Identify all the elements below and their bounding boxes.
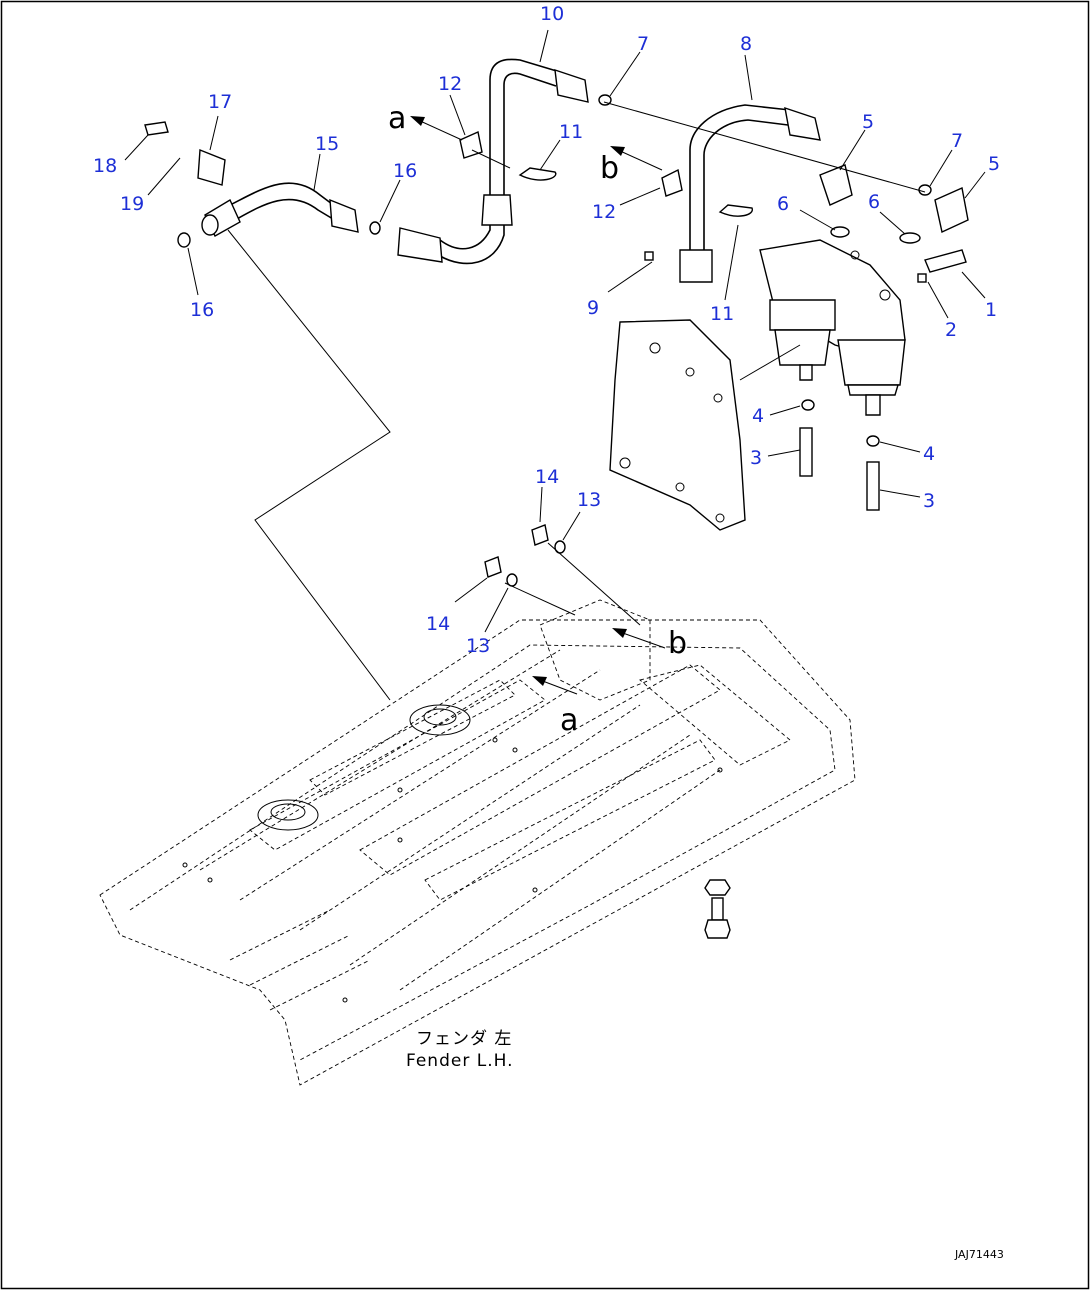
- callout-label: 17: [208, 91, 232, 113]
- callout-label: 11: [559, 121, 583, 143]
- callout-label: 13: [466, 635, 490, 657]
- drawing-code: JAJ71443: [954, 1248, 1004, 1261]
- fender-lh: [99, 599, 856, 1086]
- hose-15: [201, 182, 359, 237]
- caption-jp: フェンダ 左: [416, 1029, 512, 1049]
- callout-label: 12: [592, 201, 616, 223]
- caption-en: Fender L.H.: [406, 1051, 514, 1071]
- callout-label: 2: [945, 319, 957, 341]
- view-letter: b: [600, 151, 619, 186]
- view-letter: a: [560, 703, 578, 738]
- fuel-filter-assembly: [739, 239, 906, 416]
- tube-10: [397, 58, 589, 265]
- callout-label: 13: [577, 489, 601, 511]
- callout-label: 3: [923, 490, 935, 512]
- callout-label: 10: [540, 3, 564, 25]
- callout-label: 16: [190, 299, 214, 321]
- tube-8: [679, 104, 821, 283]
- callout-label: 9: [587, 297, 599, 319]
- callout-label: 3: [750, 447, 762, 469]
- view-arrows: [410, 116, 666, 695]
- view-letter: b: [668, 626, 687, 661]
- callout-label: 16: [393, 160, 417, 182]
- view-letter: a: [388, 101, 406, 136]
- callout-label: 7: [637, 33, 649, 55]
- callout-label: 11: [710, 303, 734, 325]
- callout-label: 4: [923, 443, 935, 465]
- view-letters: a b b a: [388, 101, 687, 738]
- callout-label: 5: [988, 153, 1000, 175]
- callout-label: 15: [315, 133, 339, 155]
- filter-bracket: [609, 319, 746, 531]
- callout-label: 4: [752, 405, 764, 427]
- callout-label: 7: [951, 130, 963, 152]
- callout-label: 12: [438, 73, 462, 95]
- callout-label: 5: [862, 111, 874, 133]
- callout-label: 1: [985, 299, 997, 321]
- callout-label: 19: [120, 193, 144, 215]
- callout-label: 18: [93, 155, 117, 177]
- callout-label: 8: [740, 33, 752, 55]
- callout-label: 14: [535, 466, 559, 488]
- clamps-and-fittings: [144, 94, 969, 587]
- callout-label: 6: [868, 191, 880, 213]
- fender-bolt: [704, 879, 731, 939]
- callout-numbers: 10 7 8 12 17 15 11 5 7 5 18 16 19 6 6 12…: [93, 3, 1000, 657]
- leader-lines: [124, 29, 986, 701]
- callout-label: 14: [426, 613, 450, 635]
- callout-label: 6: [777, 193, 789, 215]
